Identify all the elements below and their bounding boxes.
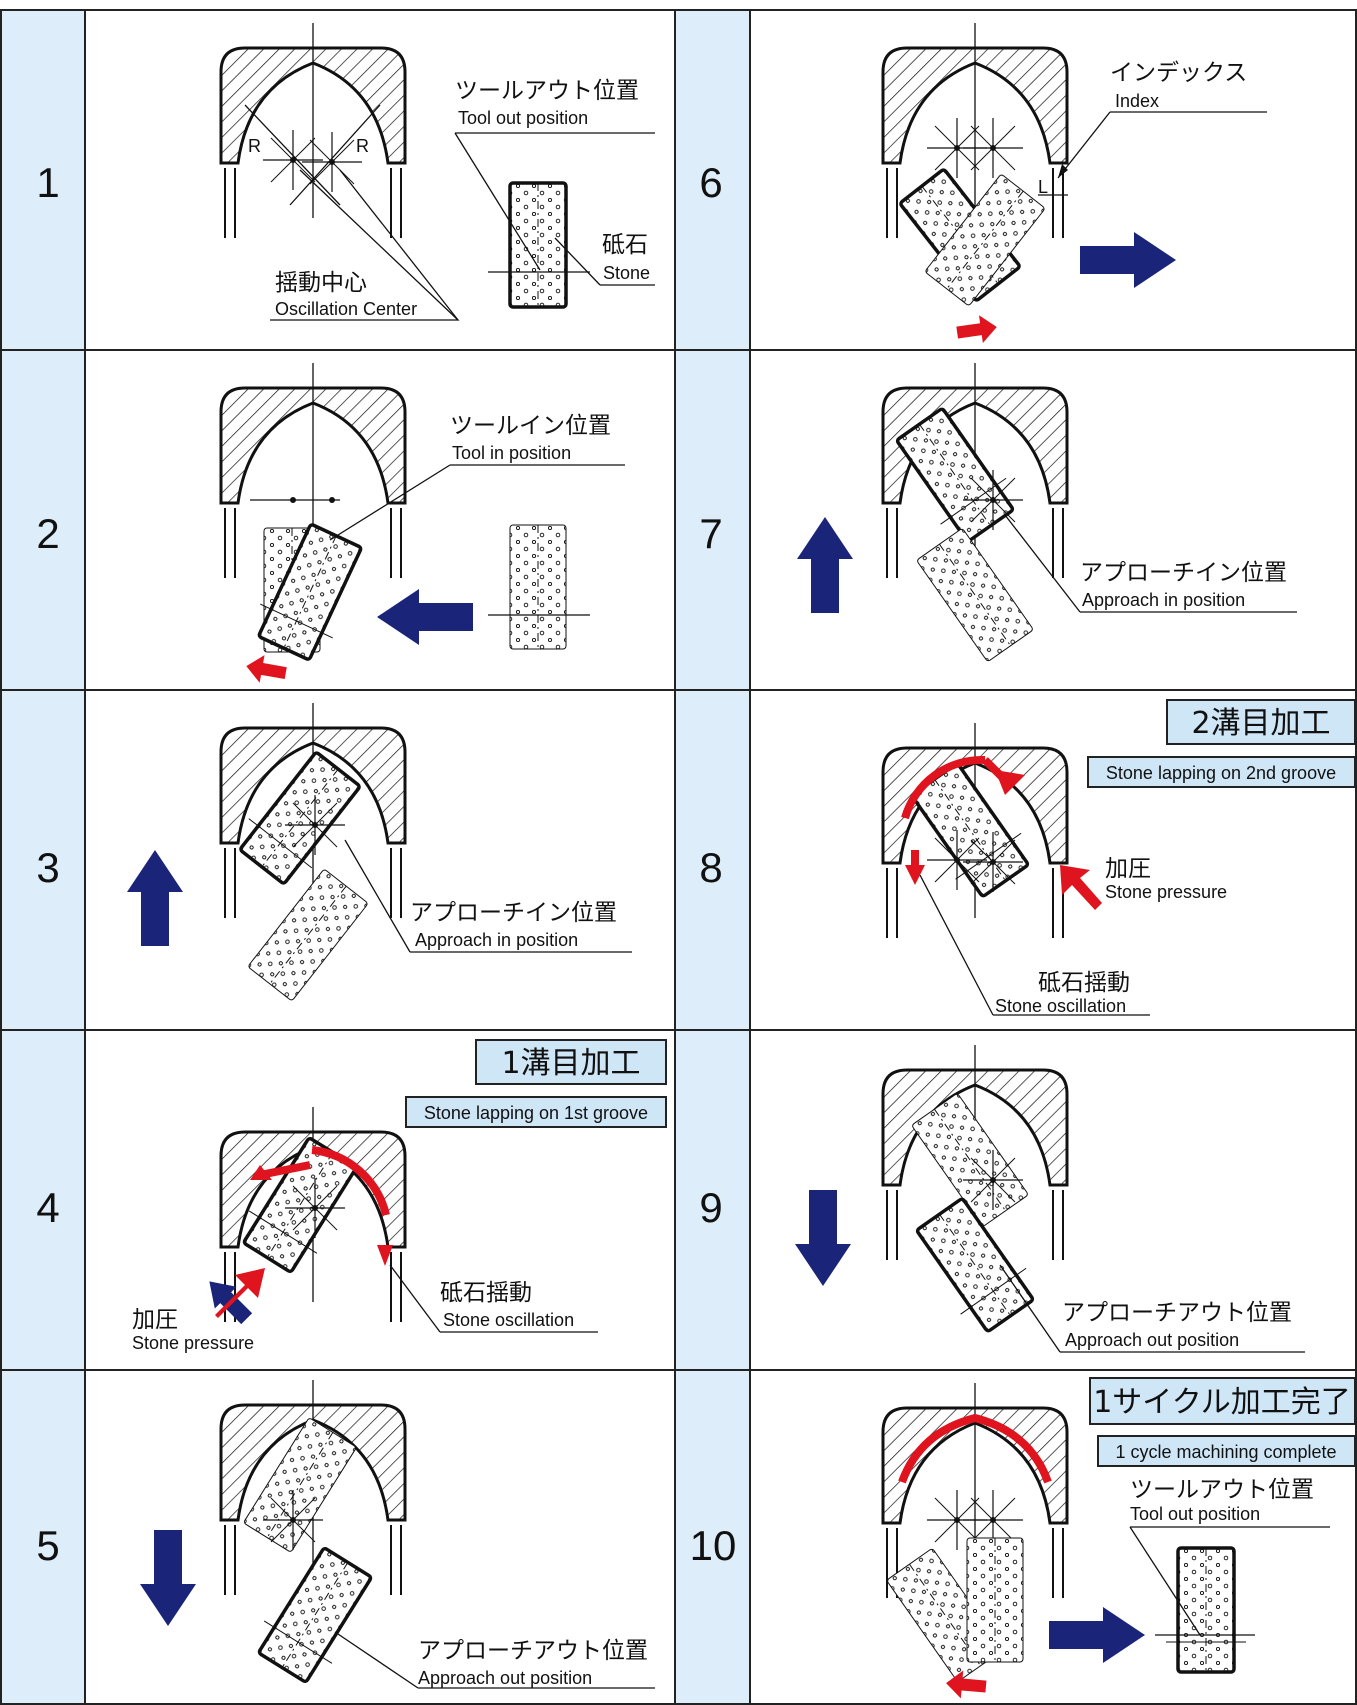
move-up-arrow-icon [127,850,183,946]
approach-out-label-jp: アプローチアウト位置 [418,1638,648,1664]
step-number-4: 4 [36,1184,59,1231]
step-4-subtitle-box [405,1096,667,1128]
approach-in-label-en-2: Approach in position [1082,590,1245,610]
oscillation-arc-icon [311,1146,390,1216]
step-10-subtitle: 1 cycle machining complete [1115,1442,1336,1462]
approach-in-label-en: Approach in position [415,930,578,950]
tool-in-label-en: Tool in position [452,443,571,463]
index-label-jp: インデックス [1110,60,1247,86]
step-4-title: 1溝目加工 [501,1046,640,1081]
step-4-title-box [475,1039,667,1085]
step-9-drawing [795,1043,1305,1353]
step-number-5: 5 [36,1522,59,1569]
move-down-arrow-icon [140,1530,196,1626]
approach-in-label-jp-2: アプローチイン位置 [1080,560,1287,586]
step-8-title-box [1166,699,1356,745]
step-2-drawing [219,361,625,687]
step-number-9: 9 [699,1184,722,1231]
step-1-drawing: R R [219,21,655,321]
step-number-1: 1 [36,159,59,206]
oscillation-center-label-jp: 揺動中心 [275,270,367,296]
move-right-arrow-icon [1080,232,1176,288]
stone-oscillation-label-en-2: Stone oscillation [995,996,1126,1016]
step-10-title: 1サイクル加工完了 [1093,1385,1351,1420]
step-8-drawing [881,721,1150,1016]
step-7-drawing [797,361,1297,663]
step-number-10: 10 [690,1522,737,1569]
step-number-7: 7 [699,510,722,557]
tool-in-label-jp: ツールイン位置 [450,413,611,439]
stone-label-jp: 砥石 [602,232,648,258]
step-10-subtitle-box [1097,1435,1356,1467]
approach-out-label-en: Approach out position [418,1668,592,1688]
approach-in-label-jp: アプローチイン位置 [410,900,617,926]
pressure-label-jp: 加圧 [132,1307,178,1333]
pressure-arrow-icon [215,1268,265,1318]
stone-oscillation-label-en: Stone oscillation [443,1310,574,1330]
step-3-drawing [127,701,632,1002]
rotation-arrow-icon [243,652,289,687]
step-4-subtitle: Stone lapping on 1st groove [424,1103,648,1123]
stone-oscillation-label-jp: 砥石揺動 [440,1280,532,1306]
step-10-drawing [881,1381,1330,1701]
tool-out-label-jp-2: ツールアウト位置 [1130,1477,1314,1503]
tool-out-label-en: Tool out position [458,108,588,128]
step-number-2: 2 [36,510,59,557]
oscillation-center-label-en: Oscillation Center [275,299,417,319]
left-index-column [1,10,85,1705]
move-left-arrow-icon [377,589,473,645]
step-5-drawing [140,1378,655,1691]
pressure-label-en: Stone pressure [132,1333,254,1353]
completed-groove-icon [898,1413,1052,1484]
step-4-drawing [198,1105,598,1333]
step-number-3: 3 [36,844,59,891]
index-distance-label: L [1038,177,1048,197]
stone-label-en: Stone [603,263,650,283]
index-label-en: Index [1115,91,1159,111]
tool-out-label-en-2: Tool out position [1130,1504,1260,1524]
step-8-subtitle-box [1087,756,1356,788]
radius-label-right: R [356,136,369,156]
radius-label-left: R [248,136,261,156]
right-index-column [675,10,750,1705]
approach-out-label-en-2: Approach out position [1065,1330,1239,1350]
step-number-8: 8 [699,844,722,891]
step-8-title: 2溝目加工 [1191,706,1330,741]
grid-lines [0,9,1357,1705]
pressure-label-jp-2: 加圧 [1105,856,1151,882]
step-number-6: 6 [699,159,722,206]
oscillation-center-icon [262,129,324,191]
step-6-drawing [881,21,1267,347]
tool-out-label-jp: ツールアウト位置 [455,78,639,104]
hatched-workpiece-icon [219,21,407,240]
step-10-title-box [1089,1377,1356,1425]
pressure-label-en-2: Stone pressure [1105,882,1227,902]
approach-out-label-jp-2: アプローチアウト位置 [1062,1300,1292,1326]
step-8-subtitle: Stone lapping on 2nd groove [1106,763,1336,783]
stone-oscillation-label-jp-2: 砥石揺動 [1038,970,1130,996]
